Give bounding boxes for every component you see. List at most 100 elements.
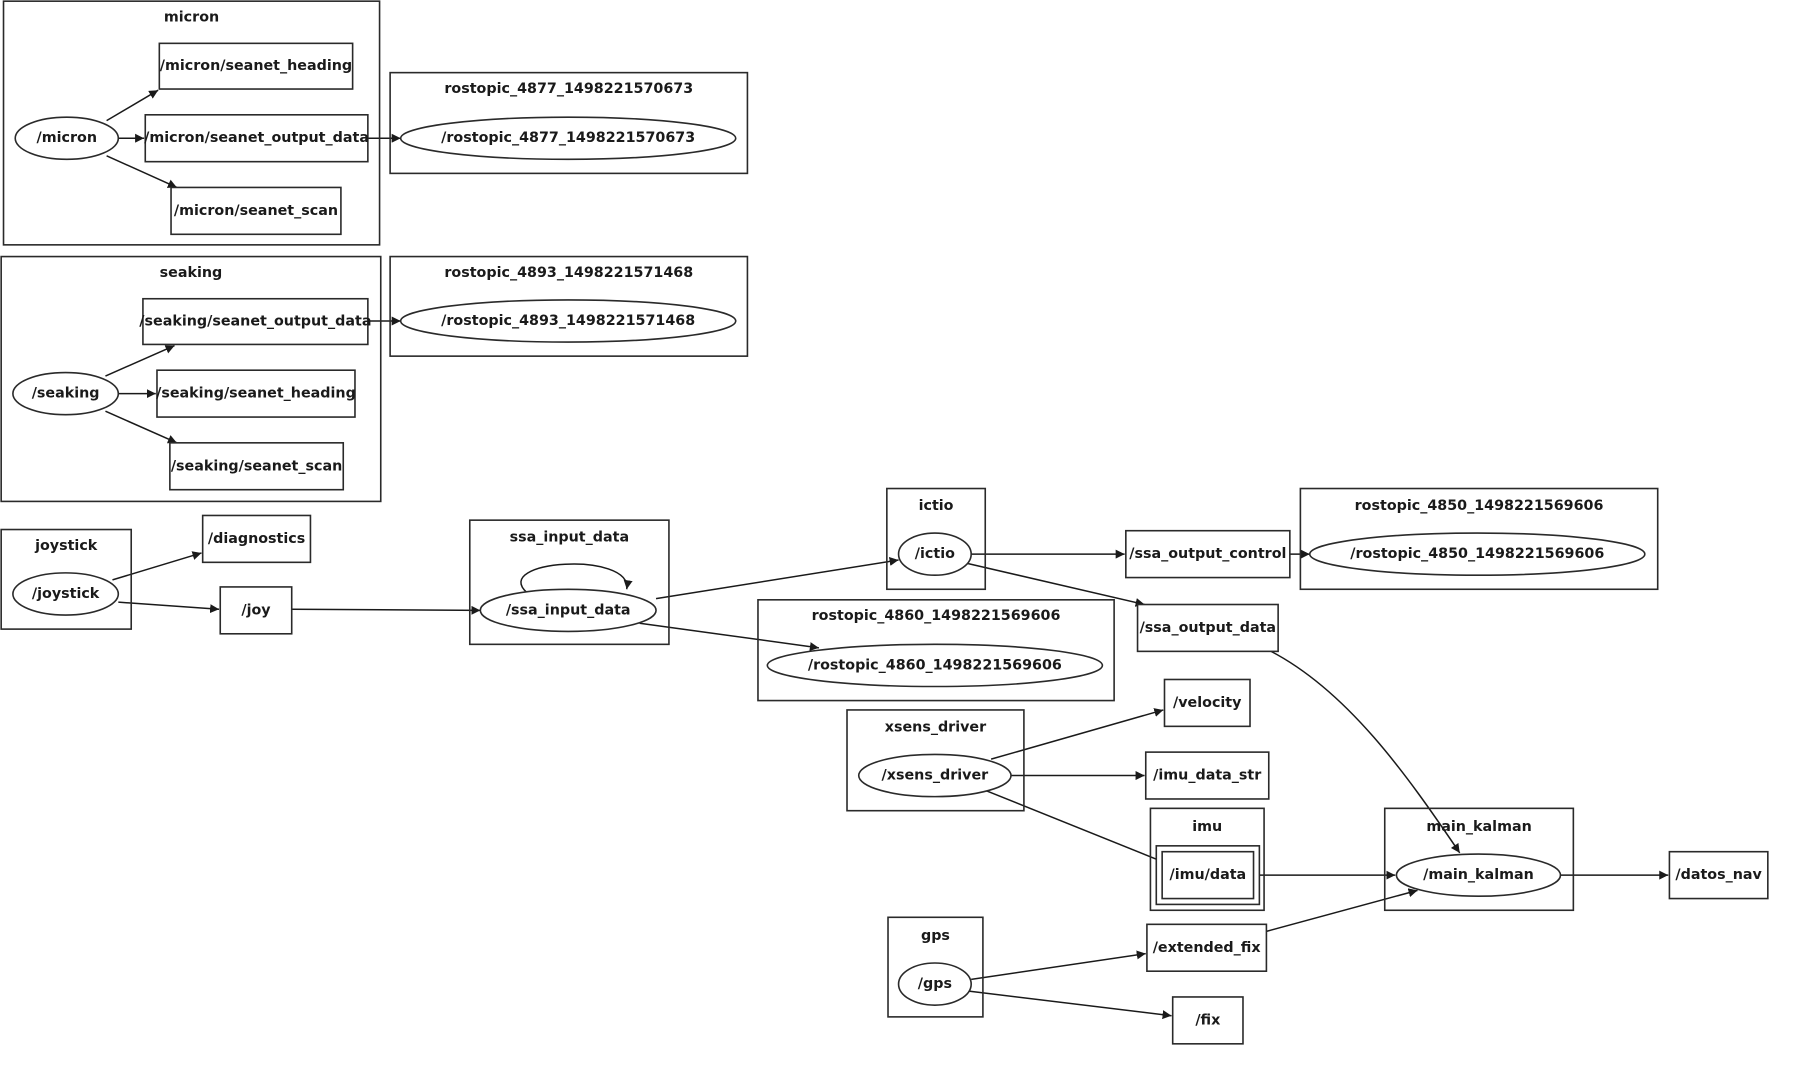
edge-ssa-input-data-to-ssa-input-data bbox=[520, 563, 633, 594]
cluster-seaking: seaking bbox=[0, 255, 382, 503]
edge-joy-to-ssa-input-data bbox=[291, 605, 481, 615]
nodes-layer: /micron/micron/seanet_heading/micron/sea… bbox=[12, 42, 1769, 1045]
cluster-box bbox=[757, 599, 1115, 702]
node-ellipse bbox=[12, 572, 120, 616]
cluster-xsens-driver: xsens_driver bbox=[846, 709, 1025, 812]
node-ellipse bbox=[1395, 853, 1562, 898]
topic-micron-seanet-output-data[interactable]: /micron/seanet_output_data bbox=[144, 114, 369, 163]
node-gps[interactable]: /gps bbox=[897, 962, 972, 1006]
node-label: /velocity bbox=[1173, 695, 1242, 711]
node-rostopic-4877-1498221570673[interactable]: /rostopic_4877_1498221570673 bbox=[399, 116, 737, 161]
topic-box bbox=[169, 442, 345, 491]
node-label: /diagnostics bbox=[208, 531, 305, 547]
node-xsens-driver[interactable]: /xsens_driver bbox=[857, 753, 1012, 798]
topic-box bbox=[144, 114, 369, 163]
node-rostopic-4893-1498221571468[interactable]: /rostopic_4893_1498221571468 bbox=[399, 299, 737, 343]
node-joystick[interactable]: /joystick bbox=[12, 572, 120, 616]
node-ictio[interactable]: /ictio bbox=[897, 532, 972, 577]
edge-xsens-driver-to-imu-data bbox=[986, 790, 1168, 865]
topic-box bbox=[1171, 996, 1244, 1045]
topic-imu-data-str[interactable]: /imu_data_str bbox=[1144, 751, 1270, 800]
node-label: /rostopic_4850_1498221569606 bbox=[1350, 546, 1604, 562]
node-label: /rostopic_4860_1498221569606 bbox=[808, 657, 1062, 673]
cluster-rostopic-4860-1498221569606: rostopic_4860_1498221569606 bbox=[757, 599, 1115, 702]
node-ellipse bbox=[857, 753, 1012, 798]
node-label: /ssa_output_control bbox=[1129, 546, 1286, 562]
cluster-main-kalman: main_kalman bbox=[1383, 807, 1575, 912]
edge-gps-to-extended-fix bbox=[971, 950, 1146, 981]
node-label: /seaking/seanet_heading bbox=[156, 386, 356, 402]
node-ellipse bbox=[897, 962, 972, 1006]
cluster-box bbox=[846, 709, 1025, 812]
topic-diagnostics[interactable]: /diagnostics bbox=[201, 514, 312, 564]
node-label: /ictio bbox=[915, 546, 955, 562]
node-rostopic-4860-1498221569606[interactable]: /rostopic_4860_1498221569606 bbox=[766, 643, 1104, 688]
cluster-box bbox=[0, 255, 382, 503]
topic-ssa-output-control[interactable]: /ssa_output_control bbox=[1125, 529, 1291, 579]
node-label: /rostopic_4877_1498221570673 bbox=[441, 130, 695, 146]
node-ellipse bbox=[14, 116, 120, 161]
node-label: /joy bbox=[241, 602, 271, 618]
topic-box bbox=[1144, 751, 1270, 800]
topic-micron-seanet-scan[interactable]: /micron/seanet_scan bbox=[170, 186, 342, 236]
node-ellipse bbox=[399, 299, 737, 343]
cluster-box bbox=[887, 916, 984, 1018]
cluster-gps: gps bbox=[887, 916, 984, 1018]
cluster-box bbox=[389, 255, 749, 357]
edge-micron-to-micron-seanet-heading bbox=[106, 89, 159, 122]
topic-seaking-seanet-heading[interactable]: /seaking/seanet_heading bbox=[156, 369, 356, 418]
cluster-label: main_kalman bbox=[1426, 819, 1531, 835]
topic-imu-data[interactable]: /imu/data bbox=[1155, 845, 1261, 906]
cluster-label: ssa_input_data bbox=[510, 530, 630, 546]
cluster-ictio: ictio bbox=[886, 487, 987, 591]
topic-ssa-output-data[interactable]: /ssa_output_data bbox=[1136, 603, 1279, 653]
cluster-rostopic-4877-1498221570673: rostopic_4877_1498221570673 bbox=[389, 71, 749, 175]
cluster-label: joystick bbox=[34, 538, 98, 554]
clusters-layer: micron rostopic_4877_1498221570673seaking… bbox=[0, 0, 1659, 1018]
node-label: /gps bbox=[918, 976, 952, 992]
topic-micron-seanet-heading[interactable]: /micron/seanet_heading bbox=[158, 42, 354, 90]
edges-layer bbox=[105, 89, 1669, 1020]
cluster-label: micron bbox=[164, 10, 219, 26]
edge-ssa-input-data-to-ictio bbox=[655, 556, 899, 600]
node-ellipse bbox=[479, 588, 657, 633]
cluster-label: rostopic_4893_1498221571468 bbox=[444, 265, 693, 281]
edge-joystick-to-diagnostics bbox=[112, 551, 202, 581]
topic-datos-nav[interactable]: /datos_nav bbox=[1668, 850, 1769, 900]
topic-box bbox=[219, 586, 293, 635]
node-label: /extended_fix bbox=[1153, 940, 1261, 956]
node-seaking[interactable]: /seaking bbox=[12, 371, 120, 416]
edge-micron-to-micron-seanet-scan bbox=[106, 155, 178, 189]
node-ellipse bbox=[399, 116, 737, 161]
topic-velocity[interactable]: /velocity bbox=[1163, 678, 1251, 728]
topic-seaking-seanet-scan[interactable]: /seaking/seanet_scan bbox=[169, 442, 345, 491]
node-rostopic-4850-1498221569606[interactable]: /rostopic_4850_1498221569606 bbox=[1308, 532, 1646, 577]
topic-box bbox=[1668, 850, 1769, 900]
topic-extended-fix[interactable]: /extended_fix bbox=[1146, 923, 1268, 972]
cluster-label: rostopic_4877_1498221570673 bbox=[444, 81, 693, 97]
node-label: /main_kalman bbox=[1423, 867, 1534, 883]
cluster-box bbox=[2, 0, 381, 246]
cluster-label: seaking bbox=[160, 265, 223, 281]
node-label: /micron bbox=[37, 130, 97, 146]
topic-box bbox=[1146, 923, 1268, 972]
cluster-micron: micron bbox=[2, 0, 381, 246]
cluster-box bbox=[886, 487, 987, 591]
topic-box bbox=[1161, 850, 1255, 900]
node-label: /rostopic_4893_1498221571468 bbox=[441, 313, 695, 329]
topic-box bbox=[170, 186, 342, 236]
node-micron[interactable]: /micron bbox=[14, 116, 120, 161]
node-ssa-input-data[interactable]: /ssa_input_data bbox=[479, 588, 657, 633]
topic-box bbox=[1125, 529, 1291, 579]
topic-joy[interactable]: /joy bbox=[219, 586, 293, 635]
topic-fix[interactable]: /fix bbox=[1171, 996, 1244, 1045]
topic-box bbox=[158, 42, 354, 90]
cluster-label: ictio bbox=[919, 498, 954, 514]
cluster-box bbox=[389, 71, 749, 175]
topic-box bbox=[156, 369, 356, 418]
node-main-kalman[interactable]: /main_kalman bbox=[1395, 853, 1562, 898]
topic-seaking-seanet-output-data[interactable]: /seaking/seanet_output_data bbox=[139, 297, 371, 346]
node-ellipse bbox=[766, 643, 1104, 688]
node-label: /micron/seanet_heading bbox=[160, 58, 352, 74]
